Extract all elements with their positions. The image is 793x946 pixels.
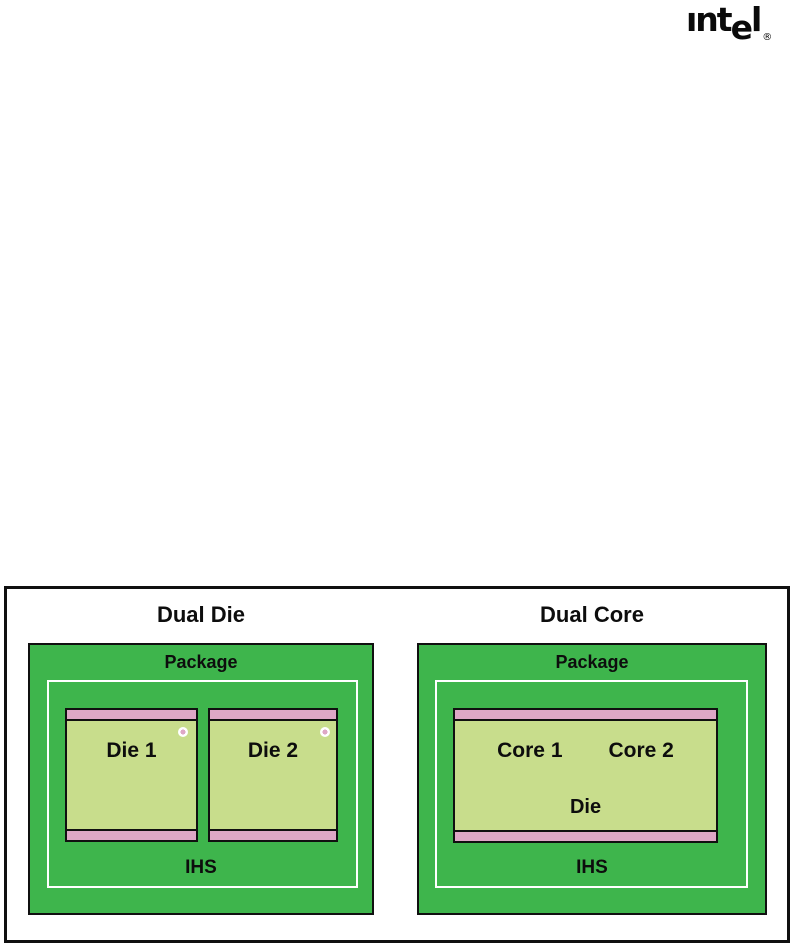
dual-core-die-box: Core 1 Core 2 Die (453, 708, 718, 843)
die-marker-dot-icon (178, 727, 188, 737)
die1-top-interface-strip (67, 710, 196, 721)
ihs-outline (435, 680, 748, 888)
core1-label: Core 1 (497, 739, 563, 762)
dual-core-title: Dual Core (540, 602, 644, 627)
die-marker-dot-icon (320, 727, 330, 737)
core-labels-row: Core 1 Core 2 (455, 739, 716, 763)
die-top-interface-strip (455, 710, 716, 721)
die1-bottom-interface-strip (67, 829, 196, 840)
die2-box: Die 2 (208, 708, 338, 842)
intel-logo: ıntel® (686, 0, 772, 49)
intel-logo-dropped-e: e (730, 8, 753, 47)
die2-label: Die 2 (247, 739, 299, 762)
ihs-label: IHS (185, 857, 217, 878)
package-label: Package (164, 652, 238, 672)
die-label: Die (569, 796, 602, 818)
dual-die-vs-dual-core-figure: Dual Die Package Die 1 Die 2 IHS Dual Co… (4, 586, 790, 943)
die-bottom-interface-strip (455, 830, 716, 841)
die2-bottom-interface-strip (210, 829, 336, 840)
die1-box: Die 1 (65, 708, 198, 842)
core2-label: Core 2 (608, 739, 674, 762)
ihs-label: IHS (576, 857, 608, 878)
dual-die-package-box: Package Die 1 Die 2 IHS (28, 643, 374, 915)
dual-die-title: Dual Die (156, 602, 246, 627)
dual-core-package-box: Package Core 1 Core 2 Die IHS (417, 643, 767, 915)
registered-trademark-icon: ® (762, 32, 773, 43)
intel-logo-int: ınt (686, 0, 733, 39)
package-label: Package (555, 652, 629, 672)
die1-label: Die 1 (106, 739, 157, 762)
ihs-outline (47, 680, 358, 888)
die2-top-interface-strip (210, 710, 336, 721)
intel-logo-l: l (750, 0, 762, 39)
